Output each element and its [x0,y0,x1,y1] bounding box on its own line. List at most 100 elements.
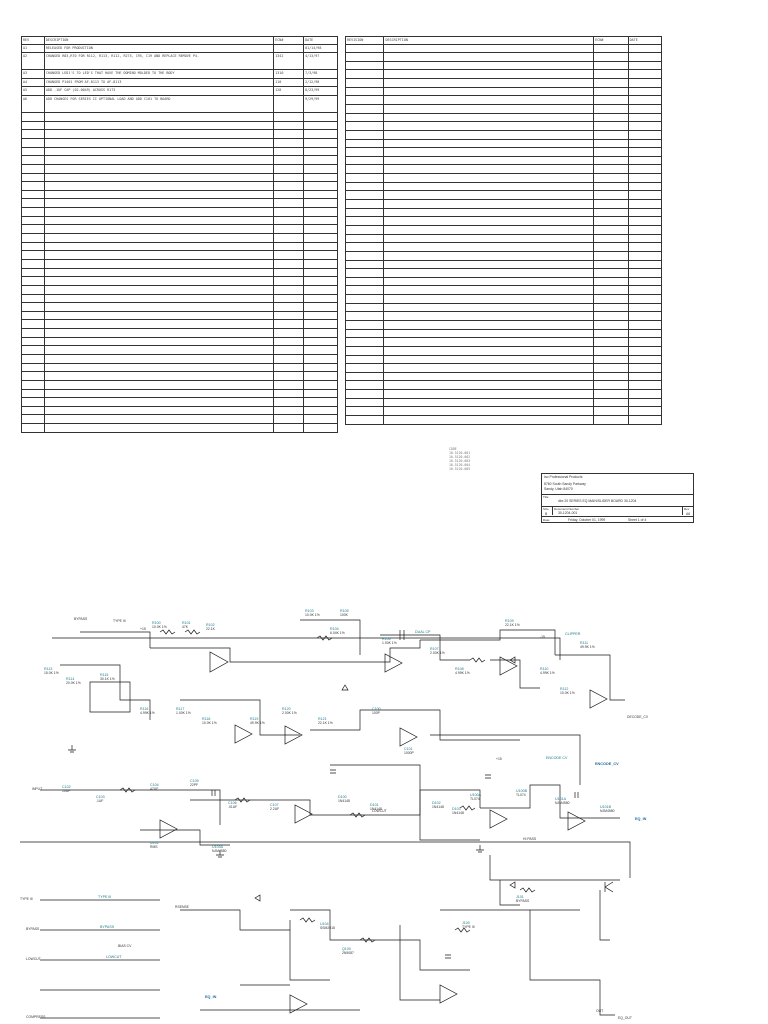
eq-in-net-2: EQ_IN [205,995,217,999]
empty-cell [273,267,305,278]
empty-cell [383,268,595,278]
empty-cell [383,199,595,209]
empty-cell [303,397,338,407]
empty-cell [627,155,663,166]
empty-cell [593,337,629,347]
empty-cell [344,104,385,114]
component-value: 47UF [150,787,158,791]
description-cell: RELEASED FOR PRODUCTION [43,43,275,54]
empty-cell [344,311,385,321]
schematic-labels: INPUT TYPE III BYPASS DUAL CP CLIPPER DE… [20,617,649,1020]
empty-cell [593,138,629,149]
component-value: 1.00K 1% [176,711,191,715]
empty-cell [627,181,663,192]
empty-cell [383,380,595,391]
empty-cell [627,345,663,356]
empty-cell [273,379,305,390]
empty-cell [43,284,275,295]
empty-cell [303,163,338,174]
table-row [344,129,663,140]
revision-table-left: REV DESCRIPTION ECN# DATE A1 RELEASED FO… [21,36,338,433]
table-row [344,207,663,218]
component-value: 20.0K 1% [66,681,81,685]
empty-cell [21,405,45,416]
empty-cell [273,207,305,217]
size-divider [542,506,693,507]
empty-cell [21,388,45,399]
empty-cell [21,198,45,209]
empty-cell [593,43,629,54]
empty-cell [383,60,595,71]
empty-cell [21,379,45,390]
type-iii-label: TYPE III [113,619,126,623]
table-row [344,112,663,123]
description-cell: CHANGED P1401 FROM AF-8113 TO AF-8113 [43,77,275,88]
empty-cell [21,293,45,304]
empty-cell [593,311,629,321]
empty-cell [303,207,338,217]
empty-cell [627,121,663,131]
table-row [21,310,338,321]
empty-cell [627,371,663,382]
component-ref: R107 [430,647,439,651]
date-label: Date: [543,518,551,522]
empty-cell [21,310,45,321]
ecn-cell: 1342 [273,52,305,71]
empty-cell [303,120,338,131]
empty-cell [344,60,385,71]
empty-cell [21,319,45,330]
rev-cell: A1 [21,43,45,54]
empty-cell [383,415,595,425]
empty-cell [21,414,45,425]
empty-cell [627,242,663,252]
empty-cell [43,328,275,338]
empty-cell [593,363,629,373]
component-value: BYPASS [516,899,530,903]
empty-cell [21,258,45,269]
empty-cell [383,69,595,80]
table-row [344,294,663,304]
component-ref: R101 [182,621,191,625]
type-iii-net: TYPE III [98,895,111,899]
component-ref: D100 [338,795,347,799]
empty-cell [21,138,45,148]
rev-cell: A4 [21,77,45,88]
empty-cell [344,86,385,97]
empty-cell [21,224,45,235]
empty-cell [593,397,629,408]
empty-cell [593,406,629,417]
table-row [344,95,663,105]
empty-cell [627,397,663,408]
part-code-list: CODE 10-5120-001 10-5120-002 10-5120-003… [449,447,470,471]
empty-cell [303,276,338,286]
revision-col-header: REVISION [344,36,385,45]
empty-cell [383,371,595,382]
empty-cell [383,328,595,339]
empty-cell [593,276,629,287]
empty-cell [43,371,275,381]
empty-cell [303,371,338,381]
component-value: NJM4580 [555,801,570,805]
empty-cell [344,294,385,304]
component-ref: R113 [44,667,52,671]
schematic-diagram: INPUT TYPE III BYPASS DUAL CP CLIPPER DE… [20,609,649,1020]
empty-cell [593,380,629,391]
empty-cell [43,336,275,347]
component-ref: U101A [555,797,567,801]
empty-cell [303,112,338,122]
component-ref: C104 [150,783,159,787]
component-ref: J100 [462,921,470,925]
empty-cell [273,224,305,235]
bypass-net: BYPASS [100,925,115,929]
empty-cell [593,69,629,80]
empty-cell [43,414,275,425]
empty-cell [344,95,385,105]
component-ref: U103A [212,845,224,849]
component-value: 22.1K 1% [318,721,333,725]
hi-pass-net: HI PASS [523,837,537,841]
docnum-value: 30-1204-001 [558,511,578,515]
empty-cell [593,389,629,399]
table-row [21,267,338,278]
empty-cell [344,276,385,287]
date-cell: 7/3/98 [303,69,338,79]
